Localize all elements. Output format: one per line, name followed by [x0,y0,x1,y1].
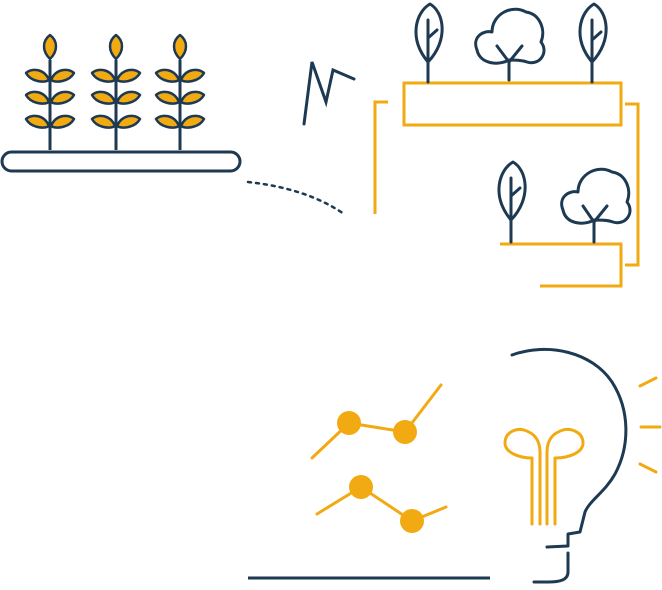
chart-line-upper [310,383,443,460]
lightning-bolt-icon [302,61,356,126]
head-profile [510,347,628,584]
wheat-plant-1 [24,33,76,150]
planter-bracket-right [625,102,640,267]
wheat-plant-3 [154,33,206,150]
wheat-plant-2 [90,33,142,150]
soil-bar [0,150,242,173]
planter-bracket-left [373,100,388,214]
bulb-filament [503,428,585,526]
tree-planter-icon [373,2,640,288]
round-tree-1 [474,7,546,82]
chart-point [393,420,417,444]
growth-chart-icon [248,383,490,580]
dotted-connector [246,180,346,216]
chart-point [337,411,361,435]
round-tree-2 [560,167,632,244]
chart-point [349,475,373,499]
planter-box-lower [500,242,623,288]
chart-point [400,509,424,533]
lightbulb-head-icon [503,347,662,584]
chart-line-lower [315,485,448,523]
light-rays [638,376,662,474]
planter-box-upper [402,81,623,127]
wheat-field-icon [0,33,346,216]
